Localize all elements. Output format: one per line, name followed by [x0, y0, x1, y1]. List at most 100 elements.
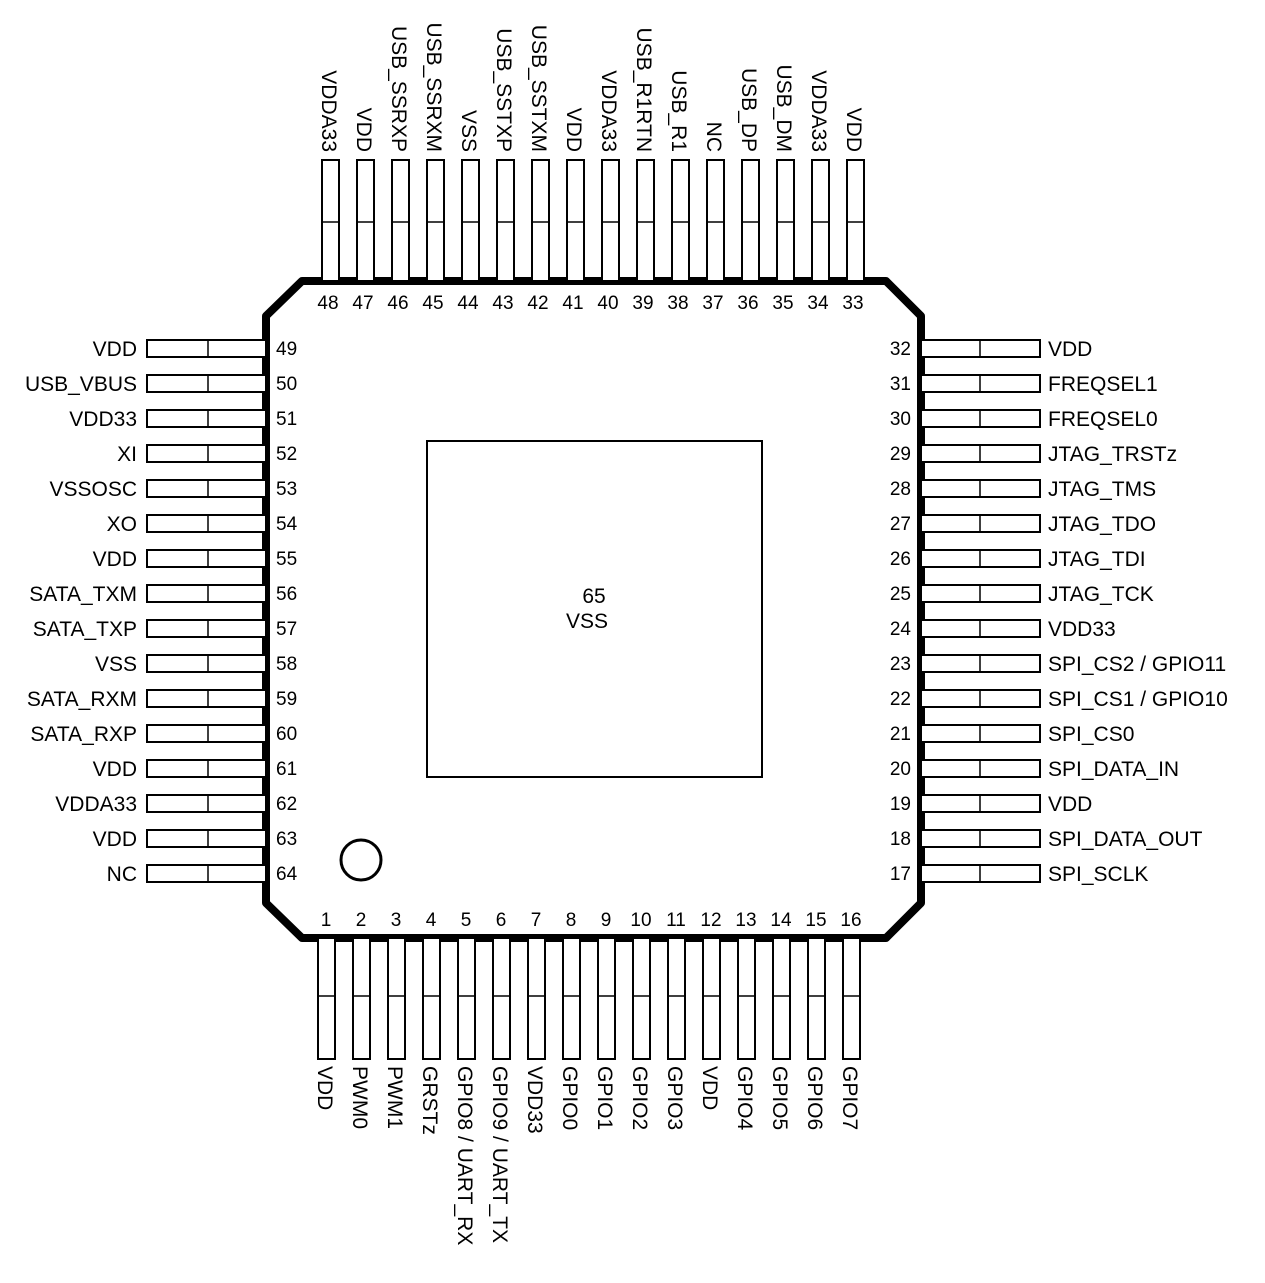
pin-lead: [457, 937, 476, 1060]
pin-number: 15: [805, 910, 826, 931]
pin-name: VDD33: [1048, 618, 1116, 641]
pin-name: VDD: [93, 338, 137, 361]
pin-number: 53: [276, 479, 297, 500]
pin-name: PWM1: [383, 1066, 406, 1129]
pin-name: USB_R1: [667, 70, 690, 152]
pin-name: VDD: [93, 548, 137, 571]
pin-lead: [146, 619, 267, 638]
pin-name: XI: [117, 443, 137, 466]
pin-name: SPI_CS0: [1048, 723, 1134, 746]
pin-lead: [461, 159, 480, 282]
pin-number: 51: [276, 409, 297, 430]
pin-lead: [146, 794, 267, 813]
pin-number: 43: [492, 293, 513, 314]
pin-lead: [531, 159, 550, 282]
pin-lead: [842, 937, 861, 1060]
pin-number: 61: [276, 759, 297, 780]
pin-name: VDD: [93, 758, 137, 781]
pin-name: USB_SSRXP: [387, 26, 410, 152]
pin-name: JTAG_TMS: [1048, 478, 1156, 501]
pin-lead: [702, 937, 721, 1060]
pin-name: SPI_DATA_OUT: [1048, 828, 1203, 851]
pin-number: 45: [422, 293, 443, 314]
pin-number: 14: [770, 910, 792, 931]
pin-number: 62: [276, 794, 297, 815]
pin-name: NC: [702, 122, 725, 152]
pin-lead: [146, 654, 267, 673]
pin-number: 38: [667, 293, 688, 314]
pin-number: 34: [807, 293, 829, 314]
pin-name: USB_VBUS: [25, 373, 137, 396]
pin-lead: [321, 159, 340, 282]
pin-name: VDD: [562, 108, 585, 152]
pin-name: VSS: [457, 110, 480, 152]
pin-number: 27: [890, 514, 911, 535]
pin-lead: [356, 159, 375, 282]
pin-lead: [426, 159, 445, 282]
package-body: [262, 277, 925, 942]
pin-number: 19: [890, 794, 911, 815]
pin-number: 39: [632, 293, 653, 314]
pin-lead: [391, 159, 410, 282]
pin-number: 28: [890, 479, 911, 500]
pin-name: GPIO7: [838, 1066, 861, 1130]
pin-lead: [601, 159, 620, 282]
pin-lead: [597, 937, 616, 1060]
pin-number: 36: [737, 293, 758, 314]
pin-lead: [146, 409, 267, 428]
pin-lead: [492, 937, 511, 1060]
pin-number: 22: [890, 689, 911, 710]
pin-number: 57: [276, 619, 297, 640]
pin-name: GPIO6: [803, 1066, 826, 1130]
exposed-pad: [426, 440, 763, 778]
pin-name: VDD: [842, 108, 865, 152]
pin-lead: [146, 339, 267, 358]
pin-name: VDD33: [69, 408, 137, 431]
pin-lead: [846, 159, 865, 282]
pin-number: 16: [840, 910, 861, 931]
pin-number: 49: [276, 339, 297, 360]
pin-name: USB_DP: [737, 68, 760, 152]
pin-name: VDD: [698, 1066, 721, 1110]
pin-number: 63: [276, 829, 297, 850]
pin-lead: [741, 159, 760, 282]
pin-number: 59: [276, 689, 297, 710]
pin-name: GPIO1: [593, 1066, 616, 1130]
pin-51: VDD33 51: [69, 408, 297, 431]
pin-28: JTAG_TMS 28: [890, 478, 1156, 501]
pin-lead: [527, 937, 546, 1060]
pin-lead: [146, 584, 267, 603]
pin-name: USB_DM: [772, 64, 795, 152]
pin-lead: [807, 937, 826, 1060]
pin-lead: [422, 937, 441, 1060]
pin-number: 56: [276, 584, 297, 605]
pin-name: SATA_RXP: [30, 723, 137, 746]
pin-22: SPI_CS1 / GPIO10 22: [890, 688, 1228, 711]
pin-name: USB_SSTXP: [492, 28, 515, 152]
pin-name: VDDA33: [55, 793, 137, 816]
pin-name: SPI_CS1 / GPIO10: [1048, 688, 1228, 711]
pin-number: 64: [276, 864, 298, 885]
pin-number: 30: [890, 409, 911, 430]
